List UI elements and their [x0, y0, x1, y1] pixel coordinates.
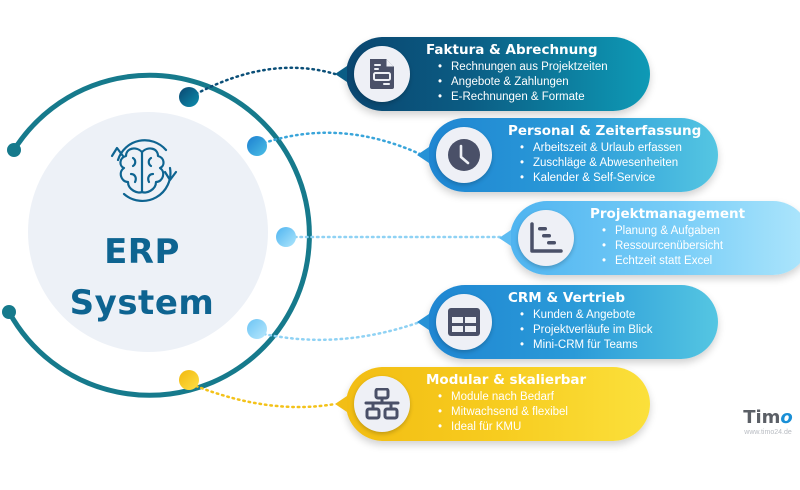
module-card-crm[interactable]: CRM & Vertrieb Kunden & Angebote Projekt…: [417, 285, 718, 359]
module-feature: Angebote & Zahlungen: [438, 75, 640, 90]
module-feature: Zuschläge & Abwesenheiten: [520, 156, 708, 171]
module-title: Personal & Zeiterfassung: [508, 123, 702, 139]
module-feature: Kalender & Self-Service: [520, 171, 708, 186]
hub-disc: [28, 112, 268, 352]
connector-faktura: [194, 66, 337, 96]
connector-personal: [262, 131, 422, 156]
ring-node-faktura: [179, 87, 199, 107]
hub-title-system: System: [69, 283, 215, 323]
module-feature: Ideal für KMU: [438, 420, 640, 435]
module-feature: Projektverläufe im Blick: [520, 323, 708, 338]
ring-node-personal: [247, 136, 267, 156]
module-card-modular[interactable]: Modular & skalierbar Module nach Bedarf …: [335, 367, 650, 441]
module-title: CRM & Vertrieb: [508, 290, 625, 306]
ring-node-crm: [247, 319, 267, 339]
module-icon-badge: [354, 46, 410, 102]
module-icon-badge: [518, 210, 574, 266]
timo-logo: Timo www.timo24.de: [738, 408, 798, 437]
hub-title-erp: ERP: [104, 232, 180, 272]
module-feature: Mini-CRM für Teams: [520, 338, 708, 353]
module-feature-list: Module nach Bedarf Mitwachsend & flexibe…: [426, 390, 640, 435]
module-icon-badge: [436, 127, 492, 183]
module-feature-list: Planung & Aufgaben Ressourcenübersicht E…: [590, 224, 800, 269]
module-feature: Kunden & Angebote: [520, 308, 708, 323]
table-grid-icon: [448, 308, 480, 336]
module-feature: Echtzeit statt Excel: [602, 254, 800, 269]
ring-end-top: [7, 143, 21, 157]
module-feature-list: Arbeitszeit & Urlaub erfassen Zuschläge …: [508, 141, 708, 186]
module-feature: Arbeitszeit & Urlaub erfassen: [520, 141, 708, 156]
logo-brand-suffix: o: [780, 407, 793, 428]
brain-cycle-icon: [110, 139, 178, 202]
module-title: Projektmanagement: [590, 206, 746, 222]
module-title: Faktura & Abrechnung: [426, 42, 598, 58]
invoice-document-icon: [370, 59, 394, 89]
ring-end-bottom: [2, 305, 16, 319]
module-icon-badge: [354, 376, 410, 432]
logo-brand-prefix: Tim: [743, 407, 781, 428]
pill-pointer: [417, 147, 429, 163]
module-card-projekt[interactable]: Projektmanagement Planung & Aufgaben Res…: [499, 201, 800, 275]
pill-pointer: [335, 66, 347, 82]
module-icon-badge: [436, 294, 492, 350]
module-feature: Rechnungen aus Projektzeiten: [438, 60, 640, 75]
pill-pointer: [335, 396, 347, 412]
module-feature: Planung & Aufgaben: [602, 224, 800, 239]
module-card-personal[interactable]: Personal & Zeiterfassung Arbeitszeit & U…: [417, 118, 718, 192]
module-feature: Module nach Bedarf: [438, 390, 640, 405]
module-feature: E-Rechnungen & Formate: [438, 90, 640, 105]
module-card-faktura[interactable]: Faktura & Abrechnung Rechnungen aus Proj…: [335, 37, 650, 111]
module-feature: Ressourcenübersicht: [602, 239, 800, 254]
connector-crm: [262, 320, 422, 342]
network-hierarchy-icon: [364, 388, 400, 420]
connector-modular: [194, 384, 337, 409]
hub-ring: [6, 72, 312, 398]
logo-url: www.timo24.de: [744, 429, 792, 436]
module-feature-list: Kunden & Angebote Projektverläufe im Bli…: [508, 308, 708, 353]
pill-pointer: [417, 314, 429, 330]
ring-node-modular: [179, 370, 199, 390]
module-feature: Mitwachsend & flexibel: [438, 405, 640, 420]
clock-icon: [448, 139, 480, 171]
pill-pointer: [499, 230, 511, 246]
ring-node-projekt: [276, 227, 296, 247]
logo-brand: Timo: [738, 408, 798, 428]
gantt-chart-icon: [530, 222, 563, 253]
module-title: Modular & skalierbar: [426, 372, 587, 388]
module-feature-list: Rechnungen aus Projektzeiten Angebote & …: [426, 60, 640, 105]
